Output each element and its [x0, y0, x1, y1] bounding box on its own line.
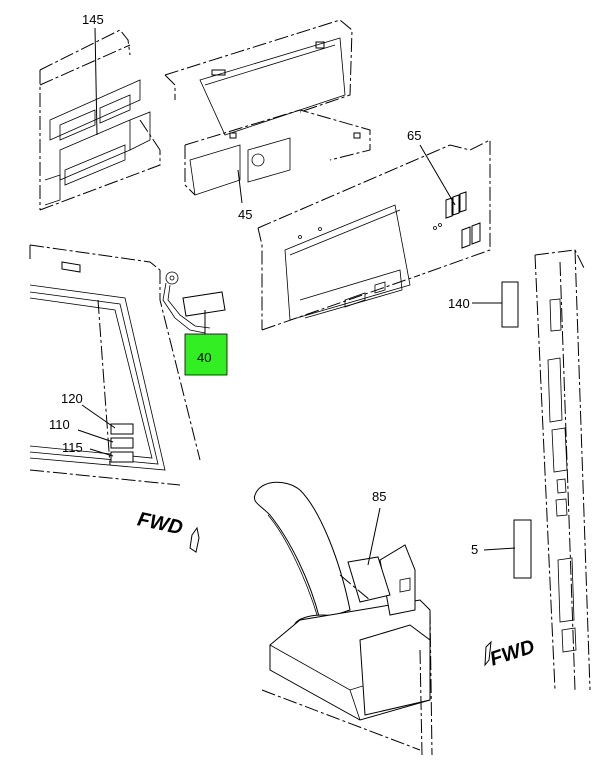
fwd-label-right: FWD — [487, 636, 537, 671]
part-5-label-plate — [513, 519, 532, 579]
callout-40[interactable]: 40 — [197, 350, 211, 365]
callout-labels: 145 45 65 140 40 120 110 115 85 5 — [49, 12, 478, 557]
right-pillar-drawing — [534, 249, 591, 691]
leader-lines — [77, 27, 516, 566]
fwd-label-left: FWD — [135, 508, 184, 539]
callout-145[interactable]: 145 — [82, 12, 104, 27]
center-panel-drawing — [257, 139, 491, 331]
callout-110[interactable]: 110 — [49, 417, 70, 432]
callout-140[interactable]: 140 — [448, 296, 470, 311]
part-140-label-plate — [501, 281, 519, 328]
callout-65[interactable]: 65 — [407, 128, 421, 143]
left-frame-drawing — [29, 244, 201, 486]
callout-45[interactable]: 45 — [238, 207, 252, 222]
fwd-arrow-left-icon — [484, 640, 492, 667]
callout-120[interactable]: 120 — [61, 391, 83, 406]
part-115-label — [110, 451, 134, 463]
bracket-panel-drawing — [164, 19, 371, 196]
callout-115[interactable]: 115 — [62, 440, 83, 455]
callout-85[interactable]: 85 — [372, 489, 386, 504]
upper-left-panel-drawing — [39, 29, 161, 211]
callout-40-highlight[interactable] — [184, 333, 228, 376]
duct-assembly-drawing — [253, 481, 433, 756]
part-110-label — [110, 437, 134, 449]
part-120-label — [110, 423, 134, 435]
fwd-arrow-right-icon — [189, 526, 200, 553]
part-40-drawing — [162, 271, 226, 334]
fwd-marker-right: FWD — [484, 636, 537, 671]
fwd-marker-left: FWD — [135, 508, 200, 553]
callout-5[interactable]: 5 — [471, 542, 478, 557]
